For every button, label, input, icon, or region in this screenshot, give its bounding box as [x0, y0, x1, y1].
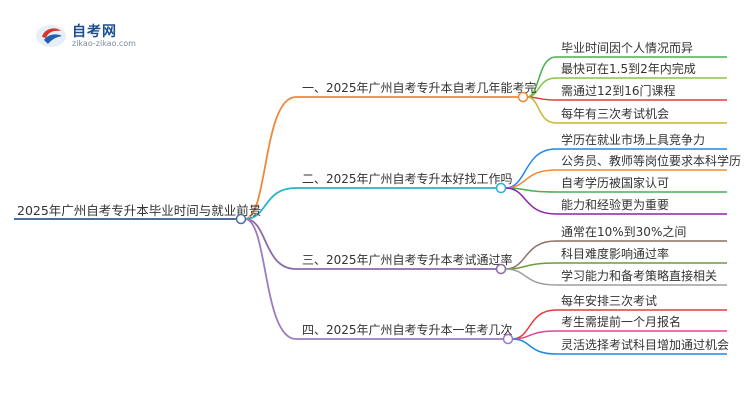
branch-3-toggle[interactable] [495, 263, 507, 275]
node-circles [235, 91, 529, 345]
branch-1-label[interactable]: 一、2025年广州自考专升本自考几年能考完 [302, 80, 537, 95]
logo-url: zikao-zikao.com [72, 39, 136, 48]
root-node-label[interactable]: 2025年广州自考专升本毕业时间与就业前景 [17, 203, 261, 218]
branch-2-leaf-2-label[interactable]: 公务员、教师等岗位要求本科学历 [561, 153, 741, 168]
branch-2-leaf-4-connector [504, 187, 557, 215]
branch-1-leaf-4-label[interactable]: 每年有三次考试机会 [561, 106, 669, 121]
branch-1-toggle[interactable] [517, 91, 529, 103]
branch-3-leaf-3-connector [504, 268, 557, 286]
branch-1-connector [244, 96, 297, 220]
branch-1-leaf-4-connector [526, 96, 557, 124]
root-node-toggle[interactable] [235, 213, 247, 225]
branch-2-leaf-3-label[interactable]: 自考学历被国家认可 [561, 175, 669, 190]
branch-4-leaf-2-connector [511, 330, 557, 340]
site-logo[interactable]: 自考网 zikao-zikao.com [34, 20, 164, 52]
branch-2-leaf-2-connector [504, 169, 557, 189]
branch-4-leaf-1-label[interactable]: 每年安排三次考试 [561, 293, 657, 308]
branch-1-leaf-3-label[interactable]: 需通过12到16门课程 [561, 83, 676, 98]
branch-3-leaf-1-label[interactable]: 通常在10%到30%之间 [561, 225, 686, 239]
branch-3-leaf-2-label[interactable]: 科目难度影响通过率 [561, 246, 669, 261]
branch-1-leaf-2-label[interactable]: 最快可在1.5到2年内完成 [561, 61, 696, 76]
branch-2-toggle[interactable] [495, 182, 507, 194]
branch-3-leaf-3-label[interactable]: 学习能力和备考策略直接相关 [561, 268, 717, 283]
branch-3-leaf-2-connector [504, 262, 557, 270]
branch-2-label[interactable]: 二、2025年广州自考专升本好找工作吗 [302, 171, 513, 186]
node-labels: 2025年广州自考专升本毕业时间与就业前景 一、2025年广州自考专升本自考几年能… [17, 41, 741, 352]
logo-icon [36, 25, 66, 47]
branch-4-leaf-2-label[interactable]: 考生需提前一个月报名 [561, 314, 681, 329]
node-underlines [14, 56, 727, 355]
branch-2-connector [244, 187, 297, 220]
branch-2-leaf-1-connector [504, 148, 557, 189]
branch-3-label[interactable]: 三、2025年广州自考专升本考试通过率 [302, 252, 513, 267]
branch-3-connector [244, 218, 297, 270]
branch-4-toggle[interactable] [502, 333, 514, 345]
branch-1-leaf-1-label[interactable]: 毕业时间因个人情况而异 [561, 41, 693, 55]
branch-2-leaf-1-label[interactable]: 学历在就业市场上具竞争力 [561, 132, 705, 147]
branch-2-leaf-4-label[interactable]: 能力和经验更为重要 [561, 197, 669, 212]
branch-4-connector [244, 218, 297, 340]
mind-map-connectors [244, 56, 557, 355]
branch-4-leaf-3-label[interactable]: 灵活选择考试科目增加通过机会 [561, 337, 729, 352]
logo-title: 自考网 [72, 24, 117, 40]
branch-4-leaf-3-connector [511, 338, 557, 355]
branch-4-label[interactable]: 四、2025年广州自考专升本一年考几次 [302, 322, 513, 337]
